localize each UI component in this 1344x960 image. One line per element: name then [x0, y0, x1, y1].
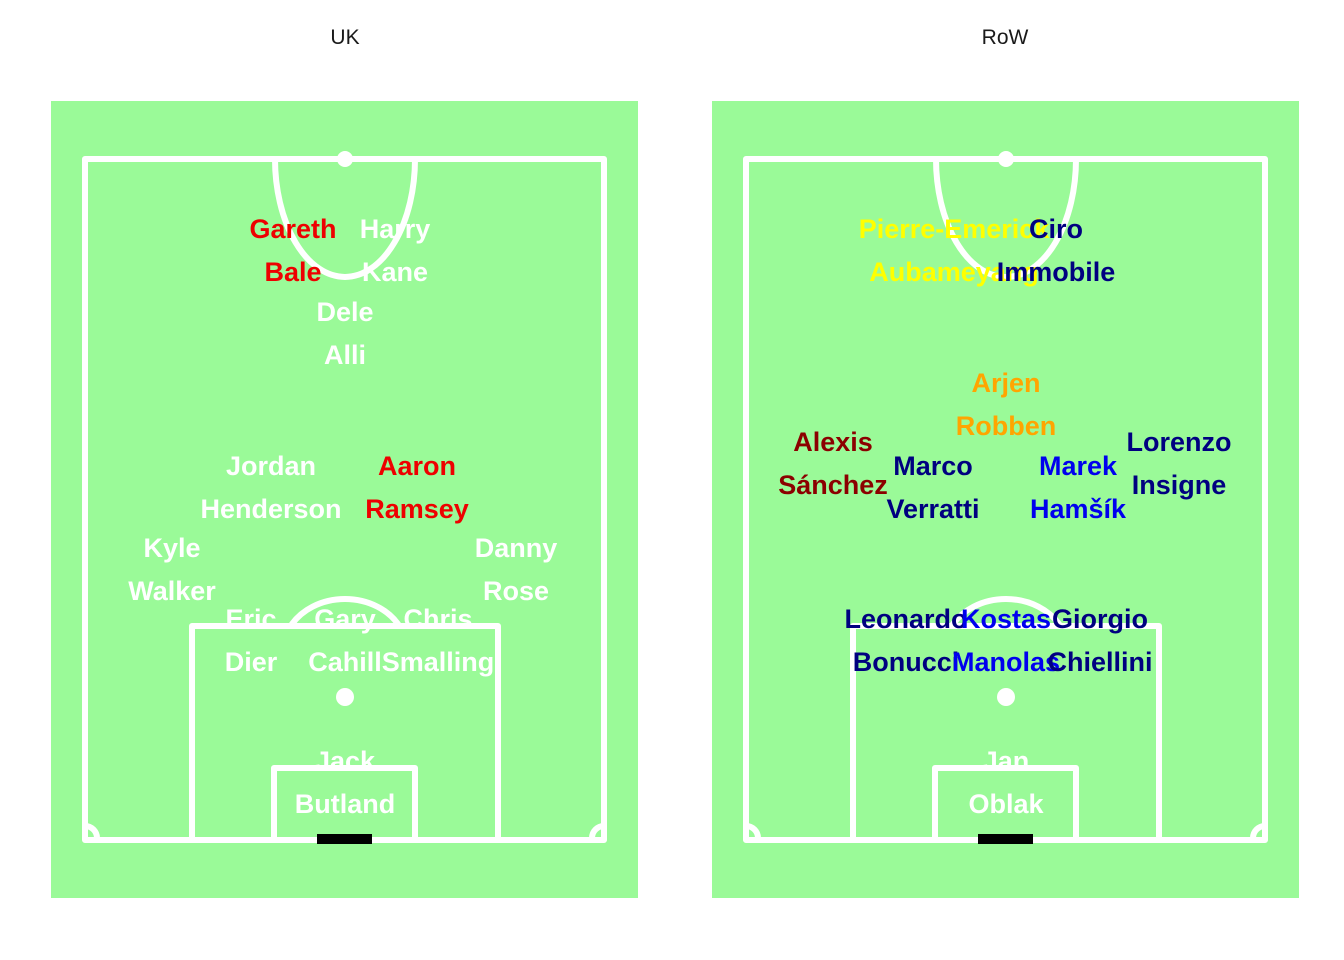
- player-last-name: Bale: [264, 257, 321, 287]
- player-first-name: Kyle: [143, 533, 200, 563]
- player-last-name: Smalling: [382, 647, 495, 677]
- player-last-name: Immobile: [997, 257, 1116, 287]
- player-first-name: Gary: [314, 604, 376, 634]
- player-last-name: Alli: [324, 340, 366, 370]
- player-first-name: Marek: [1039, 451, 1118, 481]
- player-first-name: Giorgio: [1052, 604, 1148, 634]
- panel-title-uk: UK: [330, 26, 360, 49]
- player-last-name: Dier: [225, 647, 278, 677]
- player-first-name: Lorenzo: [1127, 427, 1232, 457]
- centre-circle-arc: [933, 156, 1079, 280]
- player-first-name: Arjen: [971, 368, 1040, 398]
- player-first-name: Kostas: [961, 604, 1051, 634]
- player-last-name: Insigne: [1132, 470, 1227, 500]
- player-last-name: Sánchez: [778, 470, 888, 500]
- player-first-name: Jan: [983, 746, 1030, 776]
- panel-title-row: RoW: [981, 26, 1029, 49]
- goal: [978, 834, 1033, 844]
- player-last-name: Verratti: [886, 494, 979, 524]
- player-last-name: Chiellini: [1047, 647, 1152, 677]
- penalty-spot: [997, 688, 1015, 706]
- player-last-name: Hamšík: [1030, 494, 1127, 524]
- player-first-name: Dele: [316, 297, 373, 327]
- player-first-name: Chris: [403, 604, 472, 634]
- player-last-name: Ramsey: [365, 494, 469, 524]
- player-first-name: Ciro: [1029, 214, 1083, 244]
- penalty-arc: [950, 595, 1062, 627]
- corner-arc-right: [589, 823, 607, 841]
- corner-arc-left: [82, 823, 100, 841]
- player-first-name: Eric: [225, 604, 276, 634]
- player-first-name: Alexis: [793, 427, 873, 457]
- player-last-name: Aubameyang: [869, 257, 1039, 287]
- player-last-name: Oblak: [968, 789, 1044, 819]
- player-first-name: Danny: [475, 533, 558, 563]
- player-first-name: Marco: [893, 451, 973, 481]
- player-last-name: Butland: [295, 789, 396, 819]
- centre-spot: [998, 151, 1014, 167]
- corner-arc-right: [1250, 823, 1268, 841]
- player-first-name: Leonardo: [844, 604, 967, 634]
- goal: [317, 834, 372, 844]
- centre-spot: [337, 151, 353, 167]
- centre-circle-arc: [272, 156, 418, 280]
- player-last-name: Kane: [362, 257, 428, 287]
- player-first-name: Jack: [315, 746, 376, 776]
- player-first-name: Gareth: [249, 214, 336, 244]
- player-last-name: Manolas: [952, 647, 1060, 677]
- player-first-name: Harry: [360, 214, 431, 244]
- player-last-name: Robben: [956, 411, 1057, 441]
- penalty-spot: [336, 688, 354, 706]
- corner-arc-left: [743, 823, 761, 841]
- pitch-background: [51, 101, 638, 898]
- player-last-name: Henderson: [200, 494, 341, 524]
- player-last-name: Rose: [483, 576, 549, 606]
- player-first-name: Aaron: [378, 451, 456, 481]
- player-last-name: Bonucci: [853, 647, 960, 677]
- player-last-name: Walker: [128, 576, 216, 606]
- player-first-name: Jordan: [226, 451, 316, 481]
- penalty-arc: [289, 595, 401, 627]
- player-last-name: Cahill: [308, 647, 382, 677]
- player-first-name: Pierre-Emerick: [859, 214, 1051, 244]
